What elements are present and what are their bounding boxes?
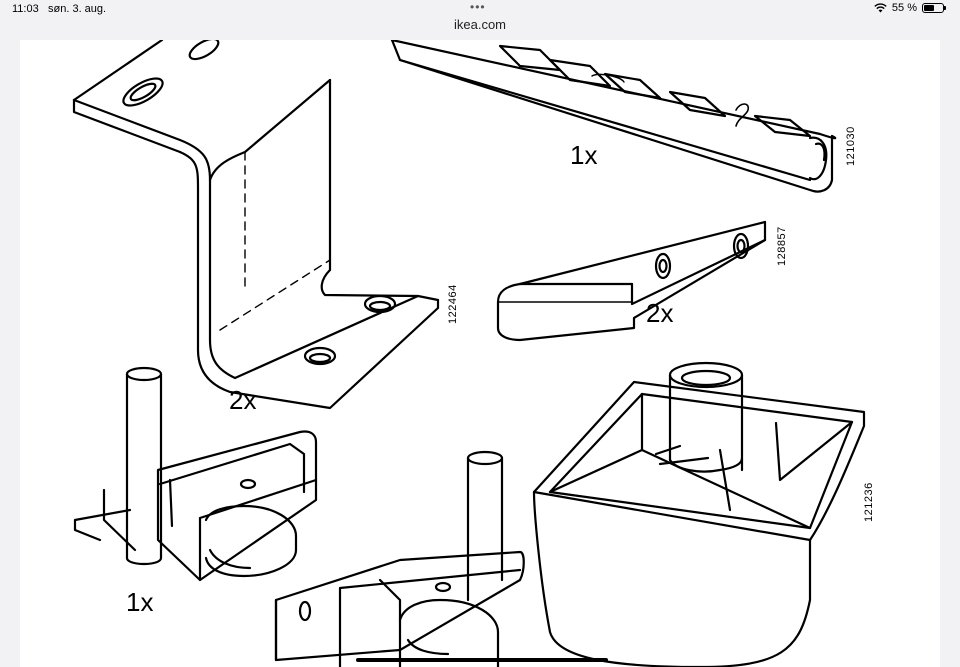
battery-fill bbox=[924, 5, 934, 11]
battery bbox=[922, 3, 946, 13]
foot-part bbox=[532, 361, 866, 667]
status-date: søn. 3. aug. bbox=[48, 3, 107, 15]
tab-overview-dots[interactable]: ••• bbox=[470, 0, 486, 14]
status-bar: 11:03 søn. 3. aug. ••• 55 % bbox=[0, 0, 960, 20]
z-bracket-part bbox=[72, 40, 440, 410]
caster-right-part bbox=[274, 450, 525, 667]
parts-drawing bbox=[72, 40, 866, 667]
url-text[interactable]: ikea.com bbox=[453, 17, 507, 32]
battery-icon bbox=[922, 3, 944, 13]
part-number-bracket: 122464 bbox=[447, 284, 459, 324]
status-time: 11:03 bbox=[12, 3, 39, 15]
instruction-sheet: 2x 1x 2x 1x 122464 121030 128857 121236 bbox=[20, 40, 940, 667]
home-indicator[interactable] bbox=[356, 658, 608, 662]
battery-nub bbox=[944, 6, 946, 10]
rail-part bbox=[390, 40, 837, 193]
qty-label-hook: 2x bbox=[646, 298, 674, 328]
battery-percent: 55 % bbox=[891, 2, 917, 14]
qty-label-caster: 1x bbox=[126, 587, 154, 617]
caster-left-part bbox=[73, 366, 318, 582]
qty-label-bracket: 2x bbox=[229, 385, 257, 415]
qty-label-rail: 1x bbox=[570, 140, 598, 170]
part-number-foot: 121236 bbox=[863, 482, 875, 522]
url-bar[interactable]: ikea.com bbox=[0, 16, 960, 38]
part-number-hook: 128857 bbox=[776, 226, 788, 266]
hook-part bbox=[496, 220, 767, 342]
wifi-icon bbox=[874, 3, 887, 13]
part-number-rail: 121030 bbox=[845, 126, 857, 166]
status-right: 55 % bbox=[874, 2, 946, 14]
